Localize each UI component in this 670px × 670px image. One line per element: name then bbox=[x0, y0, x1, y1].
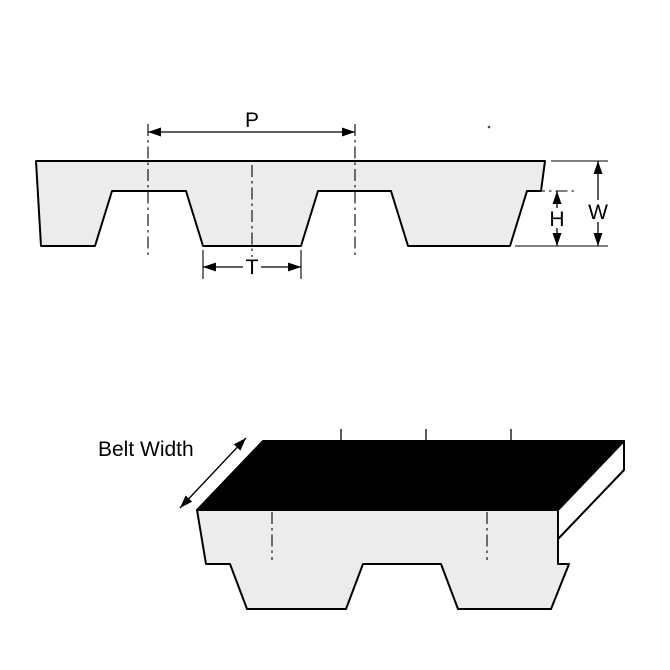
pitch-arrowhead-right bbox=[342, 127, 355, 137]
belt-width-label: Belt Width bbox=[98, 438, 194, 461]
height-label: H bbox=[549, 208, 564, 231]
width-arrowhead-bottom bbox=[593, 233, 603, 246]
belt-front-face bbox=[196, 509, 570, 610]
pitch-label: P bbox=[245, 109, 259, 132]
height-arrowhead-bottom bbox=[552, 233, 562, 246]
cross-section-view: P T H W bbox=[35, 109, 610, 279]
width-label-mask bbox=[586, 200, 610, 222]
height-arrowhead-top bbox=[552, 191, 562, 204]
tooth-arrowhead-right bbox=[288, 262, 301, 272]
belt-top-face bbox=[196, 440, 625, 511]
belt-profile-shape bbox=[35, 160, 546, 247]
perspective-view: Belt Width bbox=[98, 429, 625, 610]
height-label-mask bbox=[548, 208, 566, 228]
width-label: W bbox=[588, 201, 608, 224]
tooth-label-mask bbox=[243, 257, 261, 276]
belt-width-arrowhead-bottom bbox=[180, 495, 193, 508]
belt-width-dimension-line bbox=[179, 437, 247, 509]
pitch-arrowhead-left bbox=[148, 127, 161, 137]
width-arrowhead-top bbox=[593, 161, 603, 174]
stray-dot bbox=[487, 125, 491, 129]
belt-width-arrowhead-top bbox=[233, 438, 246, 451]
tooth-arrowhead-left bbox=[203, 262, 216, 272]
tooth-label: T bbox=[246, 256, 259, 279]
belt-end-face bbox=[557, 440, 625, 540]
